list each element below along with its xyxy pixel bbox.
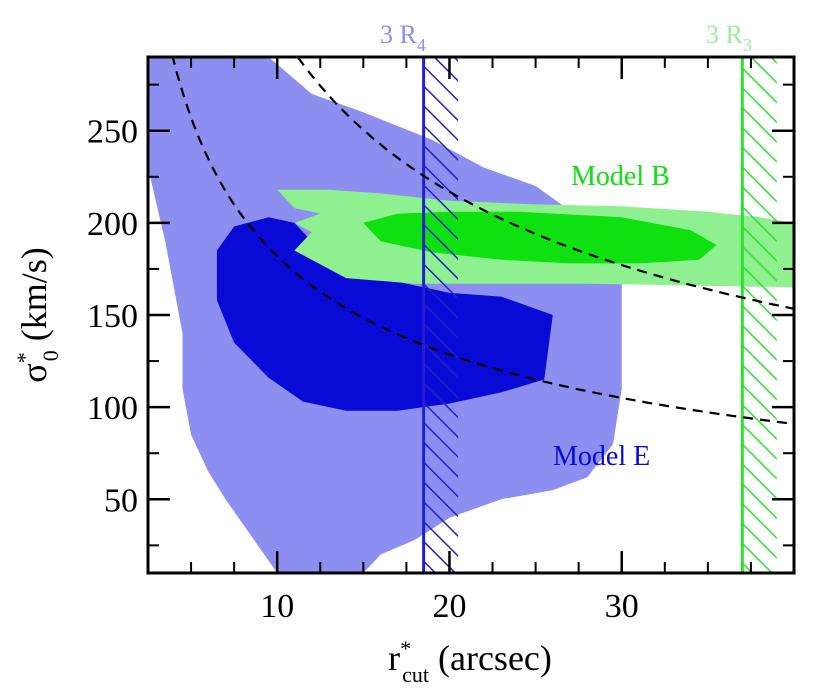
y-tick-label: 150 <box>87 298 138 335</box>
model-e-label: Model E <box>553 441 650 472</box>
y-tick-label: 250 <box>87 114 138 151</box>
r3-label-sub: 3 <box>743 35 752 55</box>
plot-area <box>148 57 794 573</box>
x-tick-label: 10 <box>260 588 294 625</box>
dashed-curves <box>171 57 794 425</box>
contour-layer <box>148 57 794 573</box>
x-title-main: r <box>388 638 400 678</box>
r3-band-label: 3 R3 <box>706 20 752 55</box>
y-tick-label: 200 <box>87 206 138 243</box>
y-title-sup: * <box>12 352 37 363</box>
x-title-sup: * <box>400 636 411 661</box>
x-title-sub: cut <box>402 662 429 687</box>
r4-label-prefix: 3 R <box>380 20 418 49</box>
r3-hatched-band <box>742 57 777 573</box>
y-tick-label: 50 <box>104 482 138 519</box>
r4-band-label: 3 R4 <box>380 20 426 55</box>
y-title-rest: (km/s) <box>14 247 54 350</box>
y-tick-labels: 50 100 150 200 250 <box>87 114 138 520</box>
y-title-main: σ <box>14 363 54 382</box>
x-tick-label: 20 <box>432 588 466 625</box>
x-title-rest: (arcsec) <box>429 638 552 678</box>
r4-hatched-band <box>423 57 459 573</box>
degeneracy-curve-2 <box>297 57 794 310</box>
y-tick-label: 100 <box>87 390 138 427</box>
axis-ticks <box>148 57 794 573</box>
r4-label-sub: 4 <box>417 35 426 55</box>
model-e-inner-contour <box>216 217 553 411</box>
y-title-sub: 0 <box>38 350 63 361</box>
x-tick-labels: 10 20 30 <box>260 588 639 625</box>
hatched-bands <box>422 57 777 573</box>
x-tick-label: 30 <box>605 588 639 625</box>
r3-label-prefix: 3 R <box>706 20 744 49</box>
x-axis-title: r*cut (arcsec) <box>388 636 552 687</box>
degeneracy-curve-1 <box>171 57 794 425</box>
y-axis-title: σ*0 (km/s) <box>12 247 63 382</box>
model-b-label: Model B <box>571 161 670 192</box>
